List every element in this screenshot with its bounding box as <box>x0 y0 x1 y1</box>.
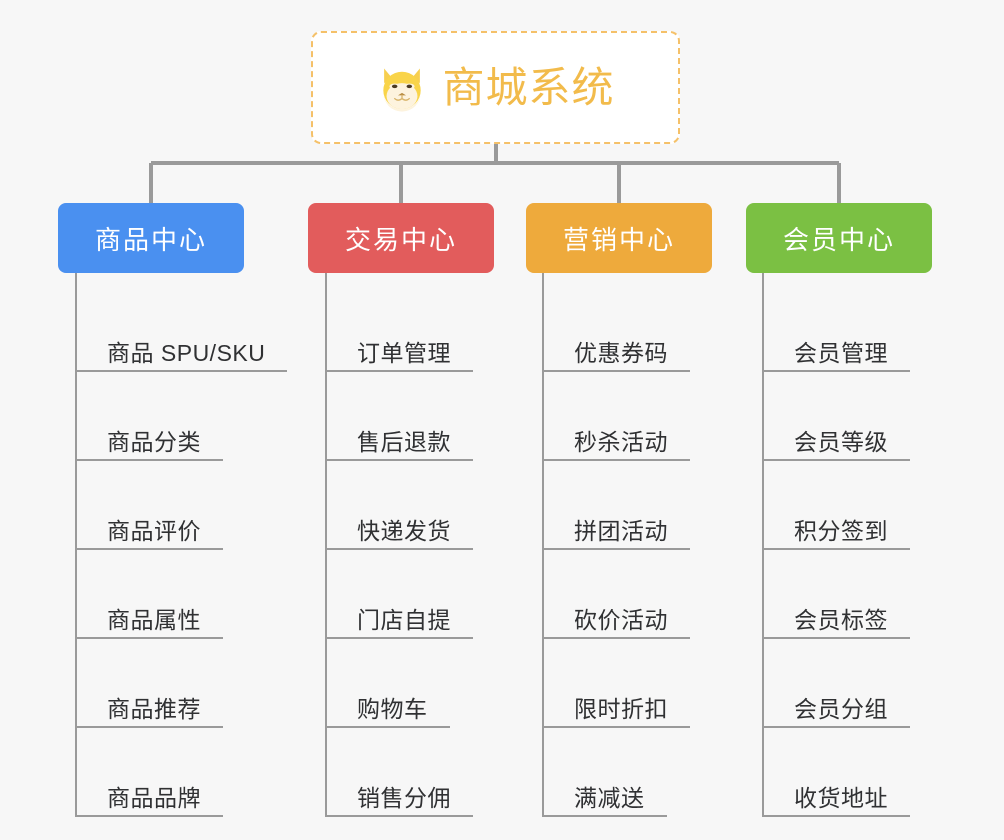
list-item[interactable]: 订单管理 <box>327 283 494 372</box>
item-label: 商品品牌 <box>107 784 201 811</box>
root-title: 商城系统 <box>442 63 615 111</box>
list-item[interactable]: 购物车 <box>327 639 494 728</box>
list-item[interactable]: 商品推荐 <box>77 639 244 728</box>
list-item[interactable]: 积分签到 <box>764 461 932 550</box>
item-label: 秒杀活动 <box>574 428 668 455</box>
branch-column-transaction-center: 交易中心 订单管理 售后退款 快递发货 门店自提 购物车 销售分佣 <box>308 203 494 817</box>
item-label: 拼团活动 <box>574 517 668 544</box>
list-item[interactable]: 销售分佣 <box>327 728 494 817</box>
item-label: 购物车 <box>357 695 428 722</box>
list-item[interactable]: 售后退款 <box>327 372 494 461</box>
list-item[interactable]: 会员等级 <box>764 372 932 461</box>
shiba-dog-icon <box>383 68 422 112</box>
list-item[interactable]: 收货地址 <box>764 728 932 817</box>
item-label: 商品推荐 <box>107 695 201 722</box>
item-label: 限时折扣 <box>574 695 668 722</box>
list-item[interactable]: 商品 SPU/SKU <box>77 283 288 372</box>
root-node-mall-system[interactable]: 商城系统 <box>311 31 680 144</box>
category-title: 交易中心 <box>344 224 457 255</box>
list-item[interactable]: 会员标签 <box>764 550 932 639</box>
item-label: 商品分类 <box>107 428 201 455</box>
list-item[interactable]: 满减送 <box>544 728 712 817</box>
category-box-transaction-center[interactable]: 交易中心 <box>308 203 494 273</box>
list-item[interactable]: 优惠券码 <box>544 283 712 372</box>
list-item[interactable]: 秒杀活动 <box>544 372 712 461</box>
list-item[interactable]: 门店自提 <box>327 550 494 639</box>
item-label: 门店自提 <box>357 606 451 633</box>
category-title: 营销中心 <box>562 224 675 255</box>
item-label: 满减送 <box>574 784 645 811</box>
item-list-product-center: 商品 SPU/SKU 商品分类 商品评价 商品属性 商品推荐 商品品牌 <box>75 273 288 817</box>
list-item[interactable]: 商品品牌 <box>77 728 244 817</box>
item-label: 商品属性 <box>107 606 201 633</box>
item-list-transaction-center: 订单管理 售后退款 快递发货 门店自提 购物车 销售分佣 <box>325 273 494 817</box>
item-label: 会员标签 <box>794 606 888 633</box>
item-label: 快递发货 <box>357 517 451 544</box>
item-label: 砍价活动 <box>574 606 668 633</box>
item-label: 会员等级 <box>794 428 888 455</box>
category-box-marketing-center[interactable]: 营销中心 <box>526 203 712 273</box>
item-label: 优惠券码 <box>574 339 668 366</box>
list-item[interactable]: 会员管理 <box>764 283 932 372</box>
item-label: 积分签到 <box>794 517 888 544</box>
item-label: 商品 SPU/SKU <box>107 339 266 366</box>
item-label: 会员分组 <box>794 695 888 722</box>
category-title: 商品中心 <box>94 224 207 255</box>
item-label: 会员管理 <box>794 339 888 366</box>
list-item[interactable]: 限时折扣 <box>544 639 712 728</box>
item-list-marketing-center: 优惠券码 秒杀活动 拼团活动 砍价活动 限时折扣 满减送 <box>542 273 712 817</box>
category-box-member-center[interactable]: 会员中心 <box>746 203 932 273</box>
list-item[interactable]: 砍价活动 <box>544 550 712 639</box>
list-item[interactable]: 拼团活动 <box>544 461 712 550</box>
branch-column-product-center: 商品中心 商品 SPU/SKU 商品分类 商品评价 商品属性 商品推荐 商品品牌 <box>58 203 288 817</box>
item-label: 订单管理 <box>357 339 451 366</box>
branch-column-marketing-center: 营销中心 优惠券码 秒杀活动 拼团活动 砍价活动 限时折扣 满减送 <box>526 203 712 817</box>
category-box-product-center[interactable]: 商品中心 <box>58 203 244 273</box>
item-label: 收货地址 <box>794 784 888 811</box>
category-title: 会员中心 <box>782 224 895 255</box>
item-label: 商品评价 <box>107 517 201 544</box>
list-item[interactable]: 商品属性 <box>77 550 244 639</box>
item-list-member-center: 会员管理 会员等级 积分签到 会员标签 会员分组 收货地址 <box>762 273 932 817</box>
item-label: 售后退款 <box>357 428 451 455</box>
list-item[interactable]: 商品分类 <box>77 372 244 461</box>
list-item[interactable]: 快递发货 <box>327 461 494 550</box>
branch-column-member-center: 会员中心 会员管理 会员等级 积分签到 会员标签 会员分组 收货地址 <box>746 203 932 817</box>
item-label: 销售分佣 <box>357 784 451 811</box>
list-item[interactable]: 商品评价 <box>77 461 244 550</box>
list-item[interactable]: 会员分组 <box>764 639 932 728</box>
